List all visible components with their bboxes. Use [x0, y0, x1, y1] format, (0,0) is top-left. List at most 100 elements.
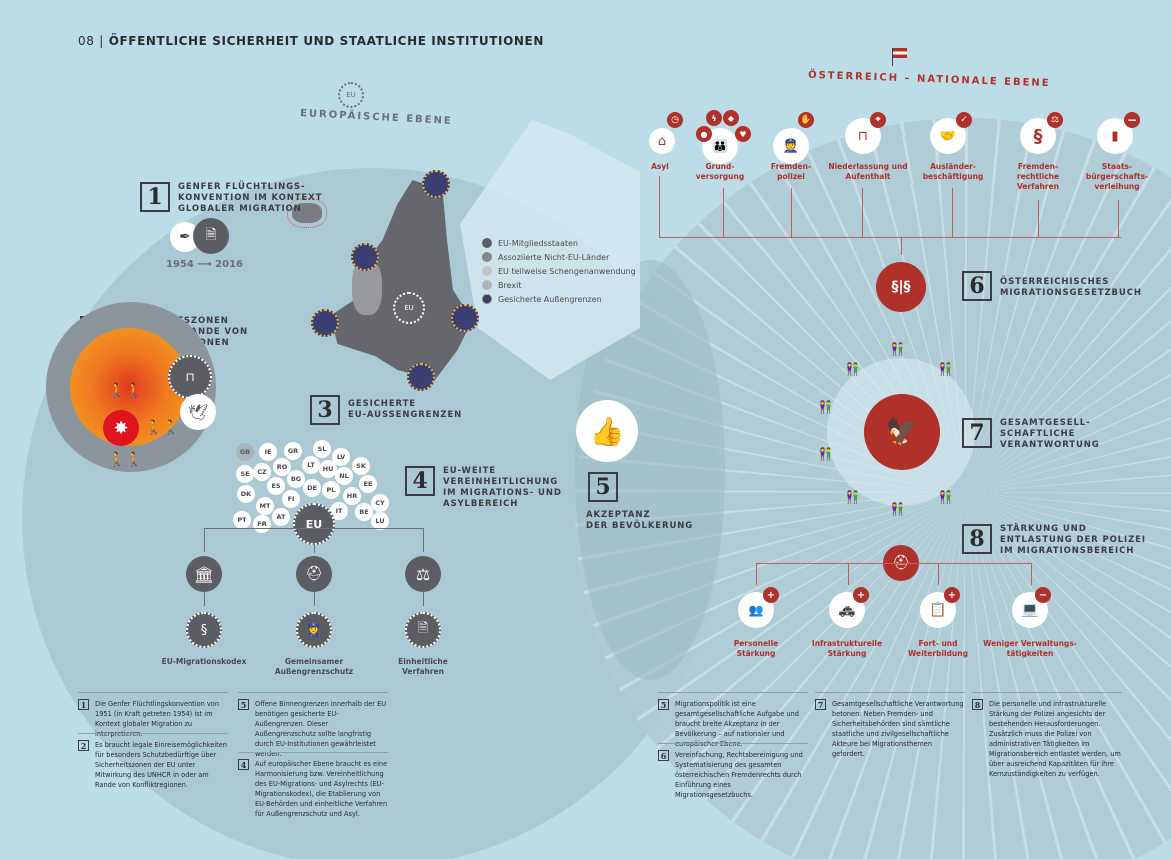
- connector-line: [756, 563, 1032, 564]
- flag-pole: [892, 48, 893, 66]
- heart-icon: ♥: [735, 126, 751, 142]
- connector-line: [314, 545, 315, 553]
- eu-stars-icon: EU: [338, 82, 364, 108]
- document-eu-icon: 🗎: [405, 612, 441, 648]
- people-icon: 👫: [890, 342, 905, 356]
- member-state-badge: DK: [237, 485, 255, 503]
- legend-item: EU-Mitgliedsstaaten: [482, 236, 636, 250]
- connector-line: [862, 188, 863, 237]
- connector-line: [204, 528, 205, 552]
- section-1-heading: 1 GENFER FLÜCHTLINGS-KONVENTION IM KONTE…: [140, 182, 322, 215]
- connector-line: [659, 176, 660, 237]
- certificate-document-icon: 🗎: [193, 218, 229, 254]
- border-shield-icon: [311, 309, 339, 337]
- connector-line: [938, 563, 939, 585]
- connector-line: [1038, 200, 1039, 237]
- area-label: Fremden-polizei: [770, 162, 812, 181]
- parliament-building-icon: 🏛: [186, 556, 222, 592]
- people-icon: 👫: [890, 502, 905, 516]
- member-state-badge: CZ: [253, 463, 271, 481]
- legend-item: Brexit: [482, 278, 636, 292]
- page-title: 08 | ÖFFENTLICHE SICHERHEIT UND STAATLIC…: [78, 34, 544, 48]
- map-eu-center-icon: EU: [393, 292, 425, 324]
- refugees-icon: 🚶🚶: [145, 420, 180, 436]
- section-number: 8: [962, 524, 992, 554]
- member-state-badge: GR: [284, 442, 302, 460]
- connector-line: [659, 237, 1121, 238]
- apple-icon: ●: [696, 126, 712, 142]
- connector-line: [1118, 200, 1119, 237]
- area-label: Grund-versorgung: [695, 162, 745, 181]
- connector-line: [314, 592, 315, 606]
- connector-line: [423, 528, 424, 552]
- connector-line: [1031, 563, 1032, 585]
- plus-icon: +: [853, 587, 869, 603]
- connector-line: [901, 237, 902, 255]
- connector-line: [791, 188, 792, 237]
- section-number: 6: [962, 271, 992, 301]
- member-state-badge: RO: [273, 458, 291, 476]
- stop-hand-icon: ✋: [798, 112, 814, 128]
- eagle-in-hands-icon: 🦅: [864, 394, 940, 470]
- minus-icon: −: [1035, 587, 1051, 603]
- eu-hub-icon: EU: [293, 503, 335, 545]
- section-number: 3: [310, 395, 340, 425]
- refugees-icon: 🚶🚶: [108, 452, 143, 468]
- outcome-label: EU-Migrationskodex: [161, 657, 247, 666]
- section-number: 4: [405, 466, 435, 496]
- austria-level-label: ÖSTERREICH – NATIONALE EBENE: [807, 69, 1051, 90]
- connector-line: [204, 592, 205, 606]
- legend-swatch: [482, 238, 492, 248]
- area-label: Staats-bürgerschafts-verleihung: [1085, 162, 1149, 191]
- plus-icon: +: [944, 587, 960, 603]
- minus-icon: −: [1124, 112, 1140, 128]
- eagle-icon: 🕊: [180, 394, 216, 430]
- connector-line: [423, 592, 424, 606]
- member-state-badge: BG: [287, 470, 305, 488]
- member-state-badge: GB: [236, 443, 254, 461]
- member-state-badge: IT: [330, 502, 348, 520]
- scales-icon: ⚖: [1047, 112, 1063, 128]
- eu-level-label: EUROPÄISCHE EBENE: [299, 108, 453, 127]
- member-state-badge: SK: [352, 457, 370, 475]
- member-state-badge: PL: [322, 481, 340, 499]
- people-icon: 👫: [818, 447, 833, 461]
- people-icon: 👫: [845, 362, 860, 376]
- member-state-badge: LV: [332, 448, 350, 466]
- member-state-badge: SE: [236, 465, 254, 483]
- member-state-badge: SL: [313, 440, 331, 458]
- member-state-badge: PT: [233, 511, 251, 529]
- member-state-badge: HR: [343, 487, 361, 505]
- legend-swatch: [482, 280, 492, 290]
- member-state-badge: EE: [359, 475, 377, 493]
- border-shield-icon: [407, 363, 435, 391]
- map-iceland: [287, 198, 327, 228]
- border-shield-icon: [351, 243, 379, 271]
- people-icon: 👫: [818, 400, 833, 414]
- checkmark-icon: ✓: [956, 112, 972, 128]
- legend-item: EU teilweise Schengenanwendung: [482, 264, 636, 278]
- water-drop-icon: ◆: [723, 110, 739, 126]
- law-book-icon: §|§: [876, 262, 926, 312]
- year-range: 1954 ⟶ 2016: [166, 259, 243, 270]
- connector-line: [756, 563, 757, 585]
- connector-line: [204, 528, 424, 529]
- explosion-icon: ✸: [103, 410, 139, 446]
